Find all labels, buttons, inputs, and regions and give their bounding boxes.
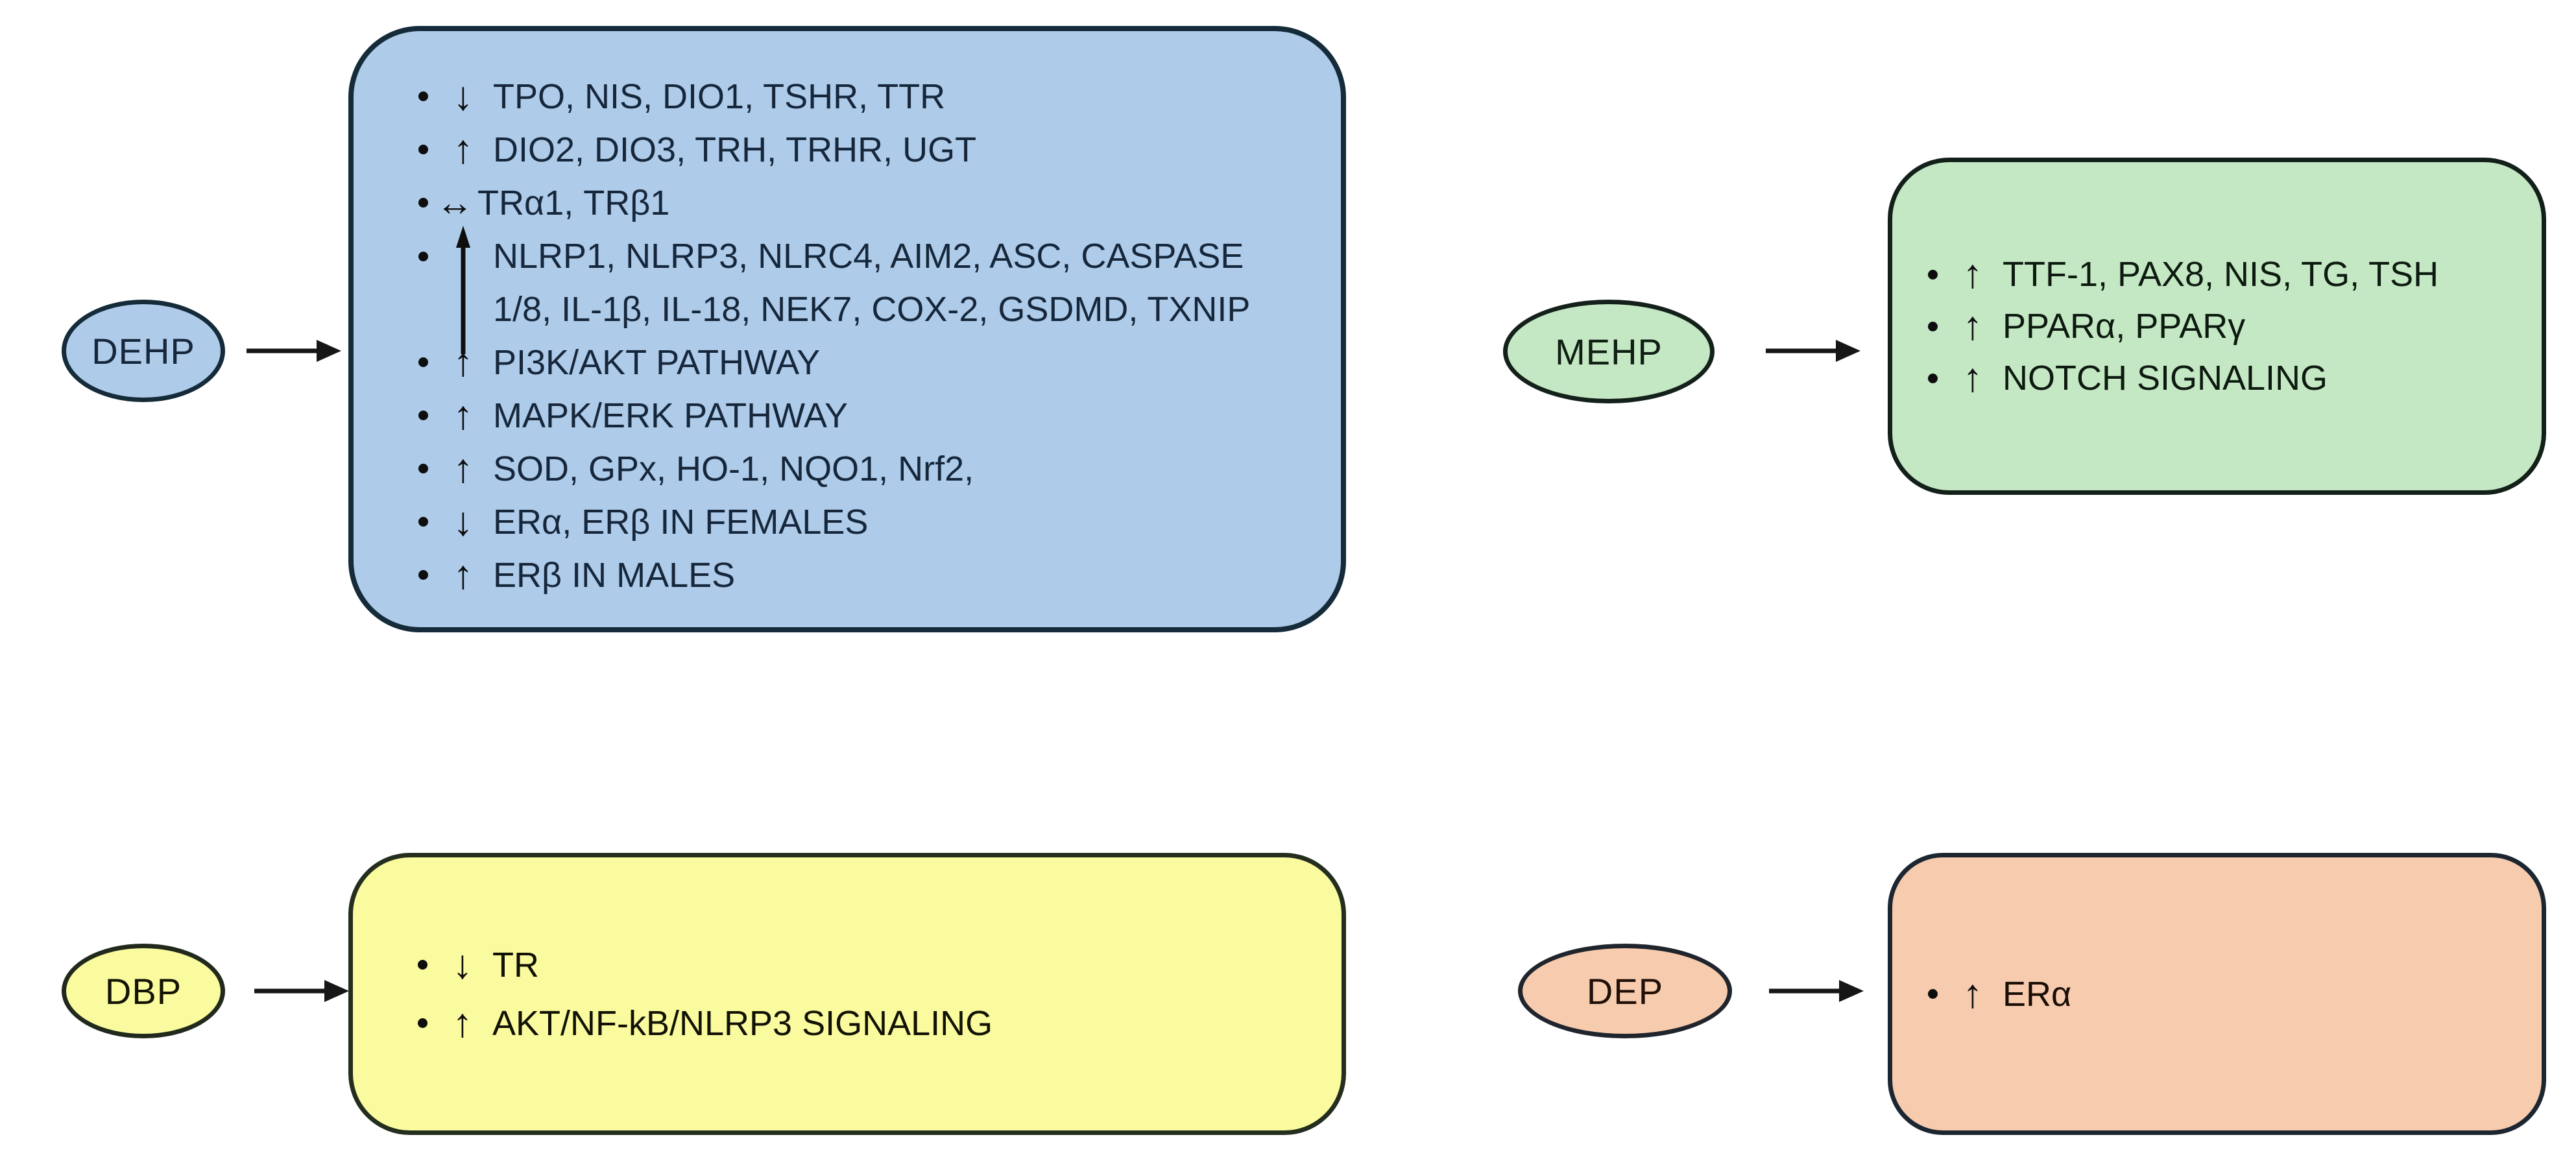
effect-item: ↓ ERα, ERβ IN FEMALES <box>418 495 1321 549</box>
effect-text: ERβ IN MALES <box>493 555 736 595</box>
effect-item: ↓ TR <box>418 936 1329 994</box>
effect-item: ↑ PI3K/AKT PATHWAY <box>418 336 1321 389</box>
bullet-dot <box>418 198 428 208</box>
dbp-effects-box: ↓ TR ↑ AKT/NF-kB/NLRP3 SIGNALING <box>348 853 1346 1135</box>
effect-text: TRα1, TRβ1 <box>477 183 670 222</box>
effect-item: ↑ ERβ IN MALES <box>418 549 1321 602</box>
down-arrow-icon: ↓ <box>452 942 473 987</box>
bullet-dot <box>1928 989 1938 999</box>
dehp-arrow-connector-icon <box>247 340 341 362</box>
bullet-dot <box>418 357 428 367</box>
bullet-dot <box>1928 321 1938 331</box>
bullet-dot <box>418 464 428 473</box>
up-arrow-icon: ↑ <box>453 446 474 491</box>
mehp-arrow-connector-icon <box>1766 340 1860 362</box>
up-arrow-icon: ↑ <box>453 126 474 172</box>
dep-node: DEP <box>1518 944 1732 1038</box>
effect-item: ↑ PPARα, PPARγ <box>1928 300 2529 352</box>
dep-arrow-connector-icon <box>1769 980 1864 1002</box>
up-arrow-icon: ↑ <box>452 1000 473 1045</box>
effect-item: ↑ MAPK/ERK PATHWAY <box>418 389 1321 442</box>
both-directions-arrow-icon: ↔ <box>436 181 474 224</box>
effect-text: MAPK/ERK PATHWAY <box>493 396 849 435</box>
up-arrow-icon: ↑ <box>1962 304 1983 348</box>
up-arrow-icon: ↑ <box>1962 355 1983 400</box>
effect-item: NLRP1, NLRP3, NLRC4, AIM2, ASC, CASPASE … <box>418 225 1321 354</box>
dep-label: DEP <box>1586 970 1664 1012</box>
up-arrow-icon: ↑ <box>1962 252 1983 296</box>
effect-text: PPARα, PPARγ <box>2003 307 2246 346</box>
mehp-label: MEHP <box>1555 331 1663 372</box>
mehp-effects-box: ↑ TTF-1, PAX8, NIS, TG, TSH ↑ PPARα, PPA… <box>1888 158 2546 495</box>
effect-text: AKT/NF-kB/NLRP3 SIGNALING <box>492 1003 993 1043</box>
dbp-node: DBP <box>62 944 225 1038</box>
effect-text: PI3K/AKT PATHWAY <box>493 342 821 382</box>
dehp-label: DEHP <box>91 330 195 372</box>
effect-item: ↔ TRα1, TRβ1 <box>418 176 1321 230</box>
bullet-dot <box>418 91 428 101</box>
bullet-dot <box>418 517 428 527</box>
effect-text: SOD, GPx, HO-1, NQO1, Nrf2, <box>493 449 974 488</box>
dbp-arrow-connector-icon <box>254 980 349 1002</box>
dehp-effects-box: ↓ TPO, NIS, DIO1, TSHR, TTR ↑ DIO2, DIO3… <box>348 26 1346 632</box>
effect-item: ↑ DIO2, DIO3, TRH, TRHR, UGT <box>418 123 1321 176</box>
effect-text: TR <box>492 945 539 985</box>
dehp-node: DEHP <box>62 300 225 402</box>
effect-text: NLRP1, NLRP3, NLRC4, AIM2, ASC, CASPASE … <box>493 236 1251 329</box>
effect-item: ↑ TTF-1, PAX8, NIS, TG, TSH <box>1928 248 2529 300</box>
bullet-dot <box>418 1018 427 1028</box>
effect-item: ↑ ERα <box>1928 965 2529 1023</box>
effect-item: ↑ AKT/NF-kB/NLRP3 SIGNALING <box>418 994 1329 1053</box>
dbp-label: DBP <box>104 970 182 1012</box>
effect-item: ↑ NOTCH SIGNALING <box>1928 352 2529 404</box>
bullet-dot <box>1928 269 1938 280</box>
down-arrow-icon: ↓ <box>453 499 474 544</box>
effect-text: TPO, NIS, DIO1, TSHR, TTR <box>493 77 946 116</box>
mehp-node: MEHP <box>1503 300 1715 403</box>
effect-text: ERα, ERβ IN FEMALES <box>493 502 869 542</box>
bullet-dot <box>418 570 428 580</box>
effect-text: NOTCH SIGNALING <box>2003 359 2328 398</box>
effect-item: ↑ SOD, GPx, HO-1, NQO1, Nrf2, <box>418 442 1321 495</box>
bullet-dot <box>1928 373 1938 383</box>
dep-effects-box: ↑ ERα <box>1888 853 2546 1135</box>
effect-item: ↓ TPO, NIS, DIO1, TSHR, TTR <box>418 70 1321 123</box>
effect-text: DIO2, DIO3, TRH, TRHR, UGT <box>493 130 977 169</box>
down-arrow-icon: ↓ <box>453 73 474 119</box>
bullet-dot <box>418 960 427 970</box>
bullet-dot <box>418 411 428 420</box>
effect-text: TTF-1, PAX8, NIS, TG, TSH <box>2003 255 2439 294</box>
bullet-dot <box>418 251 428 261</box>
up-arrow-icon: ↑ <box>1962 971 1983 1016</box>
effect-text: ERα <box>2003 974 2072 1014</box>
up-arrow-icon: ↑ <box>453 392 474 438</box>
bullet-dot <box>418 145 428 154</box>
up-arrow-icon: ↑ <box>453 552 474 597</box>
